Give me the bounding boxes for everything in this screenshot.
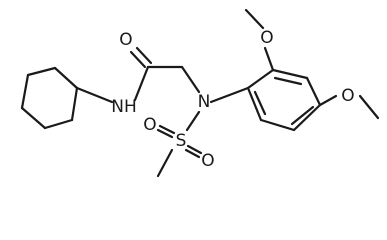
amide-oxygen-label: O: [119, 30, 132, 50]
carbonyl-double-bond: [129, 46, 153, 69]
bond-nh-carbonyl: [133, 65, 150, 102]
ortho-methoxy-oxygen-label: O: [260, 28, 273, 48]
aromatic-ring: [246, 68, 322, 132]
chemical-structure: O NH N S O O O O: [20, 8, 380, 178]
sulfonamide-nitrogen-label: N: [198, 92, 211, 112]
sulfonyl-double-bonds: [156, 124, 203, 159]
ortho-methoxy: [244, 8, 275, 72]
sulfur-label: S: [176, 131, 187, 151]
para-methoxy: [318, 94, 380, 120]
amide-nitrogen-label: NH: [111, 97, 137, 117]
sulfonyl-oxygen-right-label: O: [201, 151, 214, 171]
bond-n-s: [185, 110, 201, 132]
cyclohexane-ring: [20, 66, 79, 130]
bond-ch2-n: [180, 65, 201, 94]
sulfonyl-oxygen-left-label: O: [143, 115, 156, 135]
bond-n-aryl: [209, 86, 250, 104]
bond-cyclohexyl-nh: [75, 86, 114, 104]
para-methoxy-oxygen-label: O: [341, 86, 354, 106]
bond-s-methyl: [156, 148, 174, 178]
